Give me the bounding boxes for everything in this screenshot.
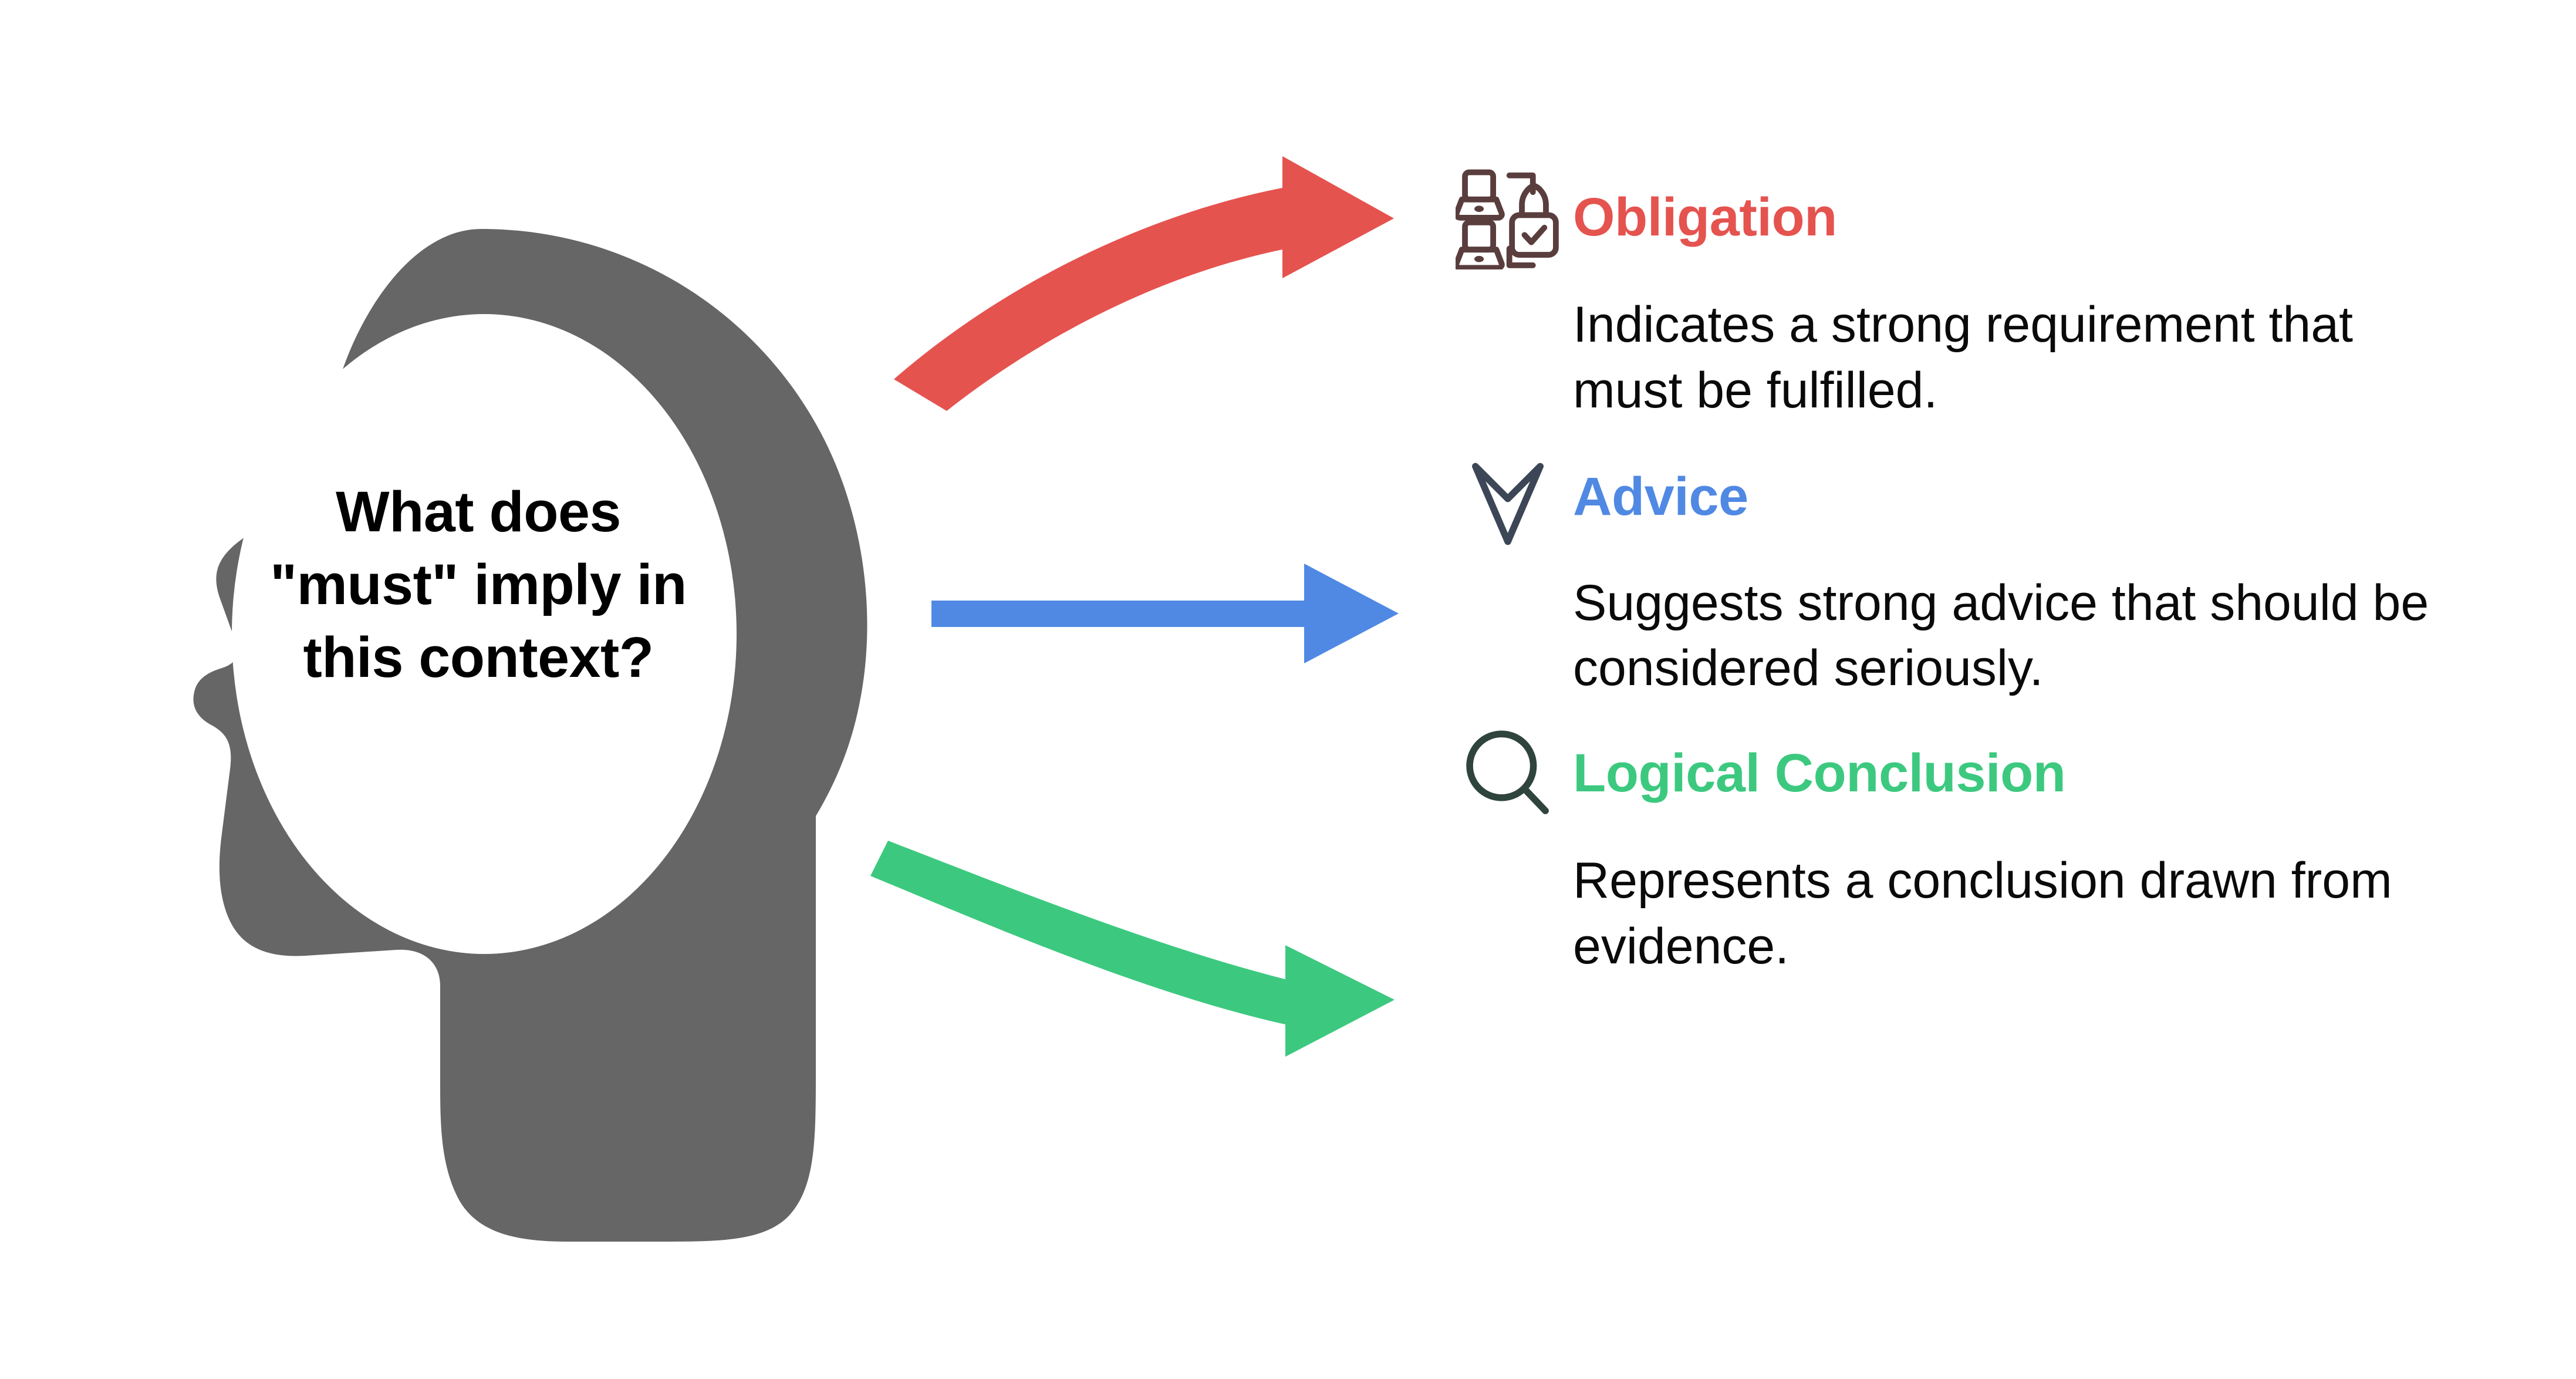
branch-advice-description: Suggests strong advice that should be co… [1573,574,2429,697]
branch-advice-title: Advice [1573,466,1748,527]
branch-advice[interactable]: Advice Suggests strong advice that shoul… [1456,438,2547,702]
branch-obligation[interactable]: Obligation Indicates a strong requiremen… [1456,159,2547,424]
arrow-to-advice [931,564,1399,663]
branch-logical-conclusion-header: Logical Conclusion [1456,714,2547,832]
branch-list: Obligation Indicates a strong requiremen… [1456,159,2547,980]
magnifying-glass-icon [1456,714,1573,832]
branch-logical-conclusion[interactable]: Logical Conclusion Represents a conclusi… [1456,714,2547,980]
branch-obligation-header: Obligation [1456,159,2547,276]
head-question-text: What does "must" imply in this context? [252,476,704,694]
branch-logical-conclusion-description: Represents a conclusion drawn from evide… [1573,852,2392,975]
branch-logical-conclusion-title: Logical Conclusion [1573,743,2066,804]
branch-advice-header: Advice [1456,438,2547,555]
question-line-2: "must" imply in [270,552,687,617]
branch-obligation-title: Obligation [1573,187,1837,247]
down-chevron-outline-icon [1456,438,1573,555]
arrow-to-logical-conclusion [870,841,1395,1057]
branch-obligation-description: Indicates a strong requirement that must… [1573,296,2353,419]
thinking-head-silhouette [70,223,904,1245]
laptops-lock-check-icon [1456,159,1573,276]
question-line-3: this context? [303,625,654,690]
question-line-1: What does [336,480,621,544]
arrow-to-obligation [894,156,1394,411]
